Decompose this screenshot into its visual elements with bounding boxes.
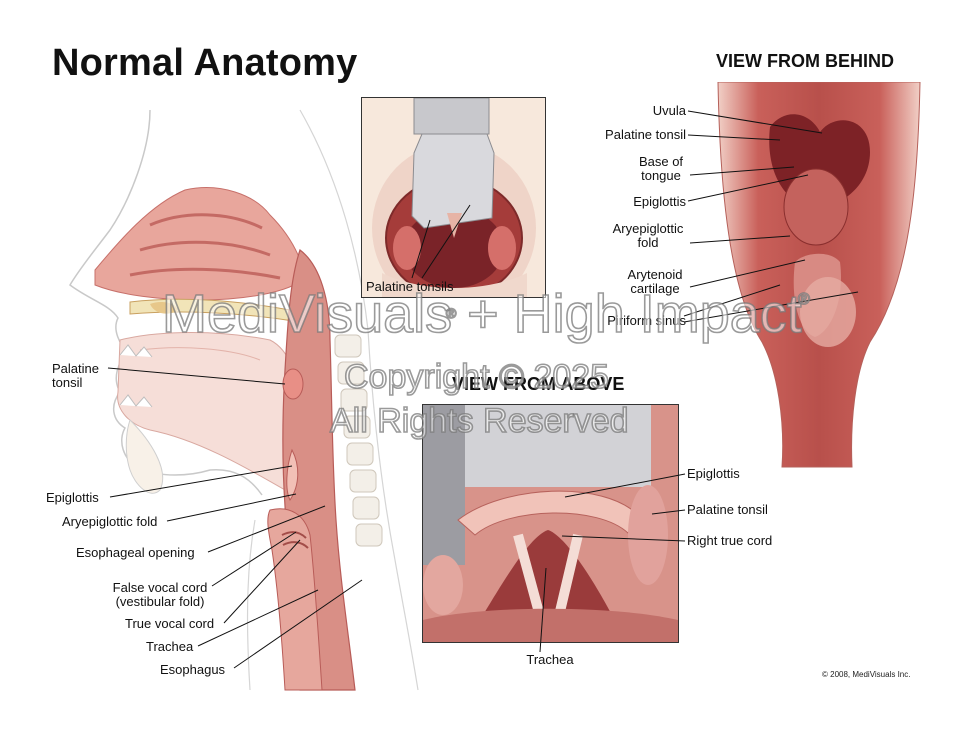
label-palatine-tonsils: Palatine tonsils: [366, 279, 454, 294]
label-above-trachea: Trachea: [526, 652, 574, 667]
label-behind-palatine-tonsil: Palatine tonsil: [605, 127, 686, 142]
label-above-right-true-cord: Right true cord: [687, 533, 773, 548]
label-above-epiglottis: Epiglottis: [687, 466, 740, 481]
label-sagittal-aryepiglottic-fold: Aryepiglottic fold: [62, 514, 158, 529]
mouth-inset-panel: [361, 97, 546, 298]
above-inset-panel: [422, 404, 679, 643]
label-behind-piriform-sinus: Piriform sinus: [607, 313, 686, 328]
page-title: Normal Anatomy: [52, 42, 358, 84]
label-behind-arytenoid-cartilage: Arytenoid cartilage: [627, 267, 683, 296]
copyright-notice: © 2008, MediVisuals Inc.: [822, 670, 911, 679]
section-title-behind: VIEW FROM BEHIND: [716, 51, 894, 71]
label-sagittal-trachea: Trachea: [146, 639, 194, 654]
label-sagittal-false-vocal-cord: False vocal cord (vestibular fold): [112, 580, 208, 609]
label-sagittal-esophageal-opening: Esophageal opening: [76, 545, 195, 560]
label-sagittal-epiglottis: Epiglottis: [46, 490, 99, 505]
behind-illustration: [717, 82, 921, 468]
section-title-above: VIEW FROM ABOVE: [452, 374, 625, 394]
label-sagittal-palatine-tonsil: Palatine tonsil: [52, 361, 99, 390]
label-sagittal-true-vocal-cord: True vocal cord: [125, 616, 215, 631]
label-behind-epiglottis: Epiglottis: [633, 194, 686, 209]
above-inset-illustration: [423, 405, 678, 642]
label-behind-uvula: Uvula: [652, 103, 686, 118]
label-sagittal-esophagus: Esophagus: [160, 662, 226, 677]
label-behind-aryepiglottic-fold: Aryepiglottic fold: [612, 221, 684, 250]
mouth-inset-illustration: [372, 98, 536, 297]
label-behind-base-of-tongue: Base of tongue: [638, 154, 684, 183]
label-above-palatine-tonsil: Palatine tonsil: [687, 502, 768, 517]
